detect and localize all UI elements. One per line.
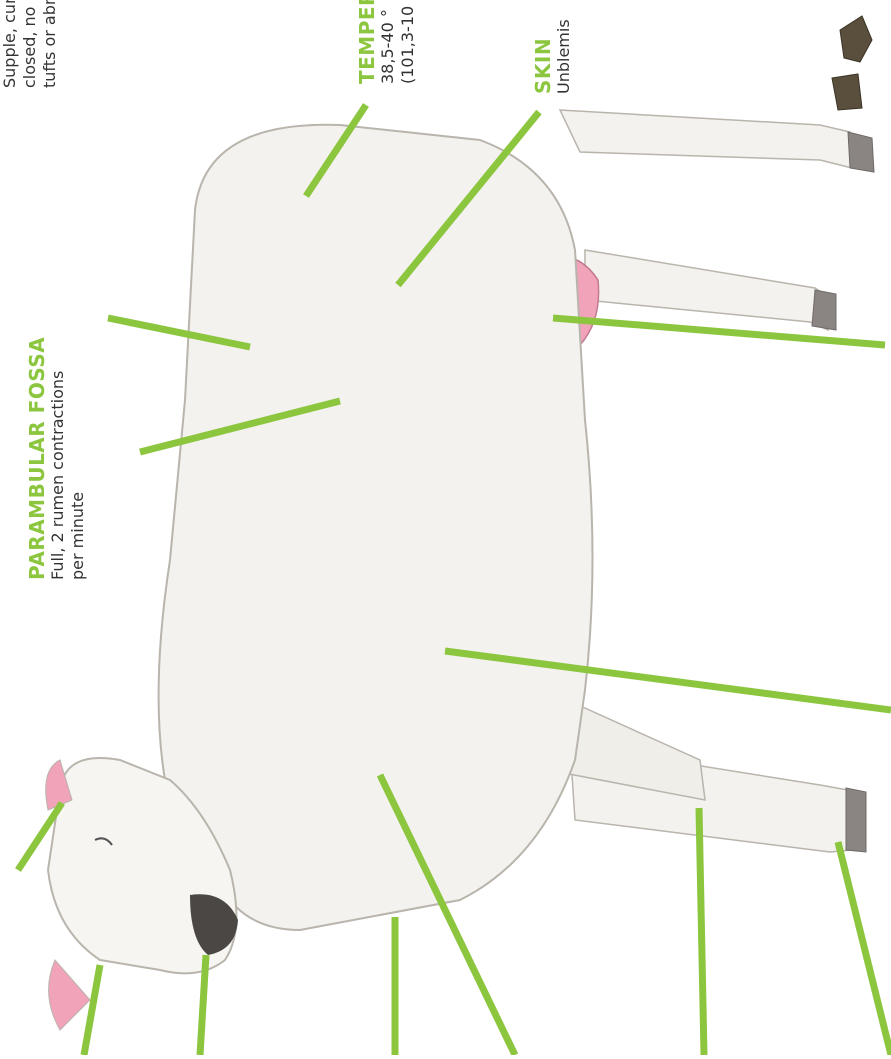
skin-heading: SKIN (532, 19, 554, 94)
sheep-ear (49, 960, 90, 1030)
temperature-line-1: 38,5-40 ° (378, 0, 398, 84)
temperature-line-2: (101,3-10 (398, 0, 418, 84)
sheep-hoof (848, 132, 874, 172)
sheep-leg (585, 250, 830, 330)
parambular-fossa-line-2: per minute (68, 337, 88, 580)
sheep-hoof (846, 788, 866, 852)
sheep-leg (560, 110, 852, 168)
dung-pellets (832, 16, 872, 110)
parambular-fossa-line-1: Full, 2 rumen contractions (48, 337, 68, 580)
callout-line-hoof (838, 842, 891, 1055)
fleece-line-2: closed, no loose (20, 0, 40, 88)
fleece-label: Supple, curly, greasy, closed, no loose … (0, 0, 60, 88)
sheep-hoof (812, 290, 836, 330)
temperature-label: TEMPER 38,5-40 ° (101,3-10 (356, 0, 418, 84)
callout-line-eye (84, 965, 100, 1055)
sheep-body (159, 125, 593, 930)
temperature-heading: TEMPER (356, 0, 378, 84)
fleece-line-1: Supple, curly, greasy, (0, 0, 20, 88)
parambular-fossa-heading: PARAMBULAR FOSSA (26, 337, 48, 580)
parambular-fossa-label: PARAMBULAR FOSSA Full, 2 rumen contracti… (26, 337, 88, 580)
skin-label: SKIN Unblemis (532, 19, 574, 94)
fleece-line-3: tufts or abrasions. (40, 0, 60, 88)
callout-line-knee (699, 808, 704, 1055)
skin-line-1: Unblemis (554, 19, 574, 94)
